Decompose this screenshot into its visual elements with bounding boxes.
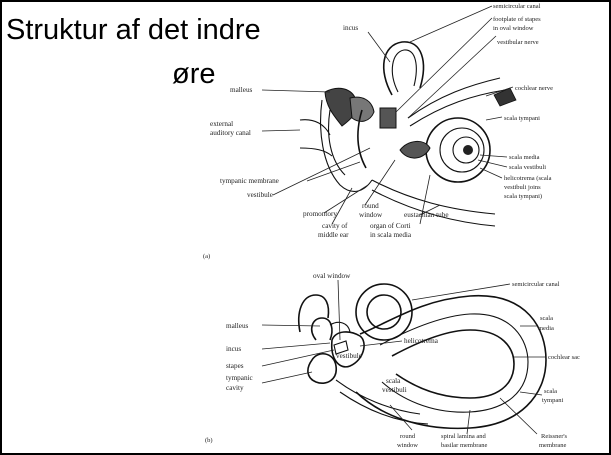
label-scala-media-a: scala media <box>509 154 540 161</box>
label-scala-vestibuli-b-line2: vestibuli <box>382 386 407 394</box>
label-scala-media-b-line2: media <box>538 325 554 332</box>
label-round-window-a-line2: window <box>359 211 383 219</box>
label-organ-corti-line2: in scala media <box>370 231 412 239</box>
label-incus: incus <box>343 24 358 32</box>
label-scala-tympani-a: scala tympani <box>504 115 540 122</box>
slide-title-line2: øre <box>172 58 216 91</box>
label-spiral-lamina-line2: basilar membrane <box>441 442 487 449</box>
label-helicotrema-line2: vestibuli joins <box>504 184 541 191</box>
label-footplate-line2: in oval window <box>493 25 534 32</box>
label-helicotrema-line1: helicotrema (scala <box>504 175 552 182</box>
label-eustachian-tube: eustachian tube <box>404 211 449 219</box>
label-scala-tympani-b-line2: tympani <box>542 397 563 404</box>
label-scala-tympani-b-line1: scala <box>544 388 557 395</box>
label-malleus-a: malleus <box>230 86 253 94</box>
label-scala-vestibuli-b-line1: scala <box>386 377 401 385</box>
label-stapes: stapes <box>226 362 244 370</box>
label-vestibule-a: vestibule <box>247 191 273 199</box>
panel-label-b: (b) <box>205 437 213 444</box>
label-reissner-line1: Reissner's <box>541 433 568 440</box>
slide-title-line1: Struktur af det indre <box>6 14 261 47</box>
label-tympanic-membrane: tympanic membrane <box>220 177 279 185</box>
label-oval-window: oval window <box>313 272 351 280</box>
panel-label-a: (a) <box>203 253 210 260</box>
label-promontory: promontory <box>303 210 337 218</box>
label-cochlear-sac: cochlear sac <box>548 354 580 361</box>
label-round-window-a-line1: round <box>362 202 379 210</box>
label-vestibular-nerve: vestibular nerve <box>497 39 539 46</box>
label-footplate-line1: footplate of stapes <box>493 16 541 23</box>
label-tympanic-cavity-line1: tympanic <box>226 374 253 382</box>
label-spiral-lamina-line1: spiral lamina and <box>441 433 487 440</box>
label-external-line2: auditory canal <box>210 129 251 137</box>
figure-a-drawing <box>300 42 516 226</box>
label-helicotrema-line3: scala tympani) <box>504 193 542 200</box>
label-helicotrema-b: helicotrema <box>404 337 439 345</box>
label-semicircular-canal-b: semicircular canal <box>512 281 560 288</box>
label-organ-corti-line1: organ of Corti <box>370 222 411 230</box>
label-malleus-b: malleus <box>226 322 249 330</box>
label-reissner-line2: membrane <box>539 442 567 449</box>
label-cavity-line2: middle ear <box>318 231 349 239</box>
label-cavity-line1: cavity of <box>322 222 348 230</box>
label-cochlear-nerve: cochlear nerve <box>515 85 553 92</box>
label-scala-media-b-line1: scala <box>540 315 553 322</box>
label-vestibule-b: vestibule <box>336 352 362 360</box>
label-incus-b: incus <box>226 345 241 353</box>
label-semicircular-canal-a: semicircular canal <box>493 3 541 10</box>
label-tympanic-cavity-line2: cavity <box>226 384 244 392</box>
label-external-line1: external <box>210 120 233 128</box>
figure-b-labels: oval window semicircular canal malleus i… <box>205 272 580 449</box>
label-round-window-b-line1: round <box>400 433 416 440</box>
label-round-window-b-line2: window <box>397 442 418 449</box>
label-scala-vestibuli-a: scala vestibuli <box>509 164 546 171</box>
